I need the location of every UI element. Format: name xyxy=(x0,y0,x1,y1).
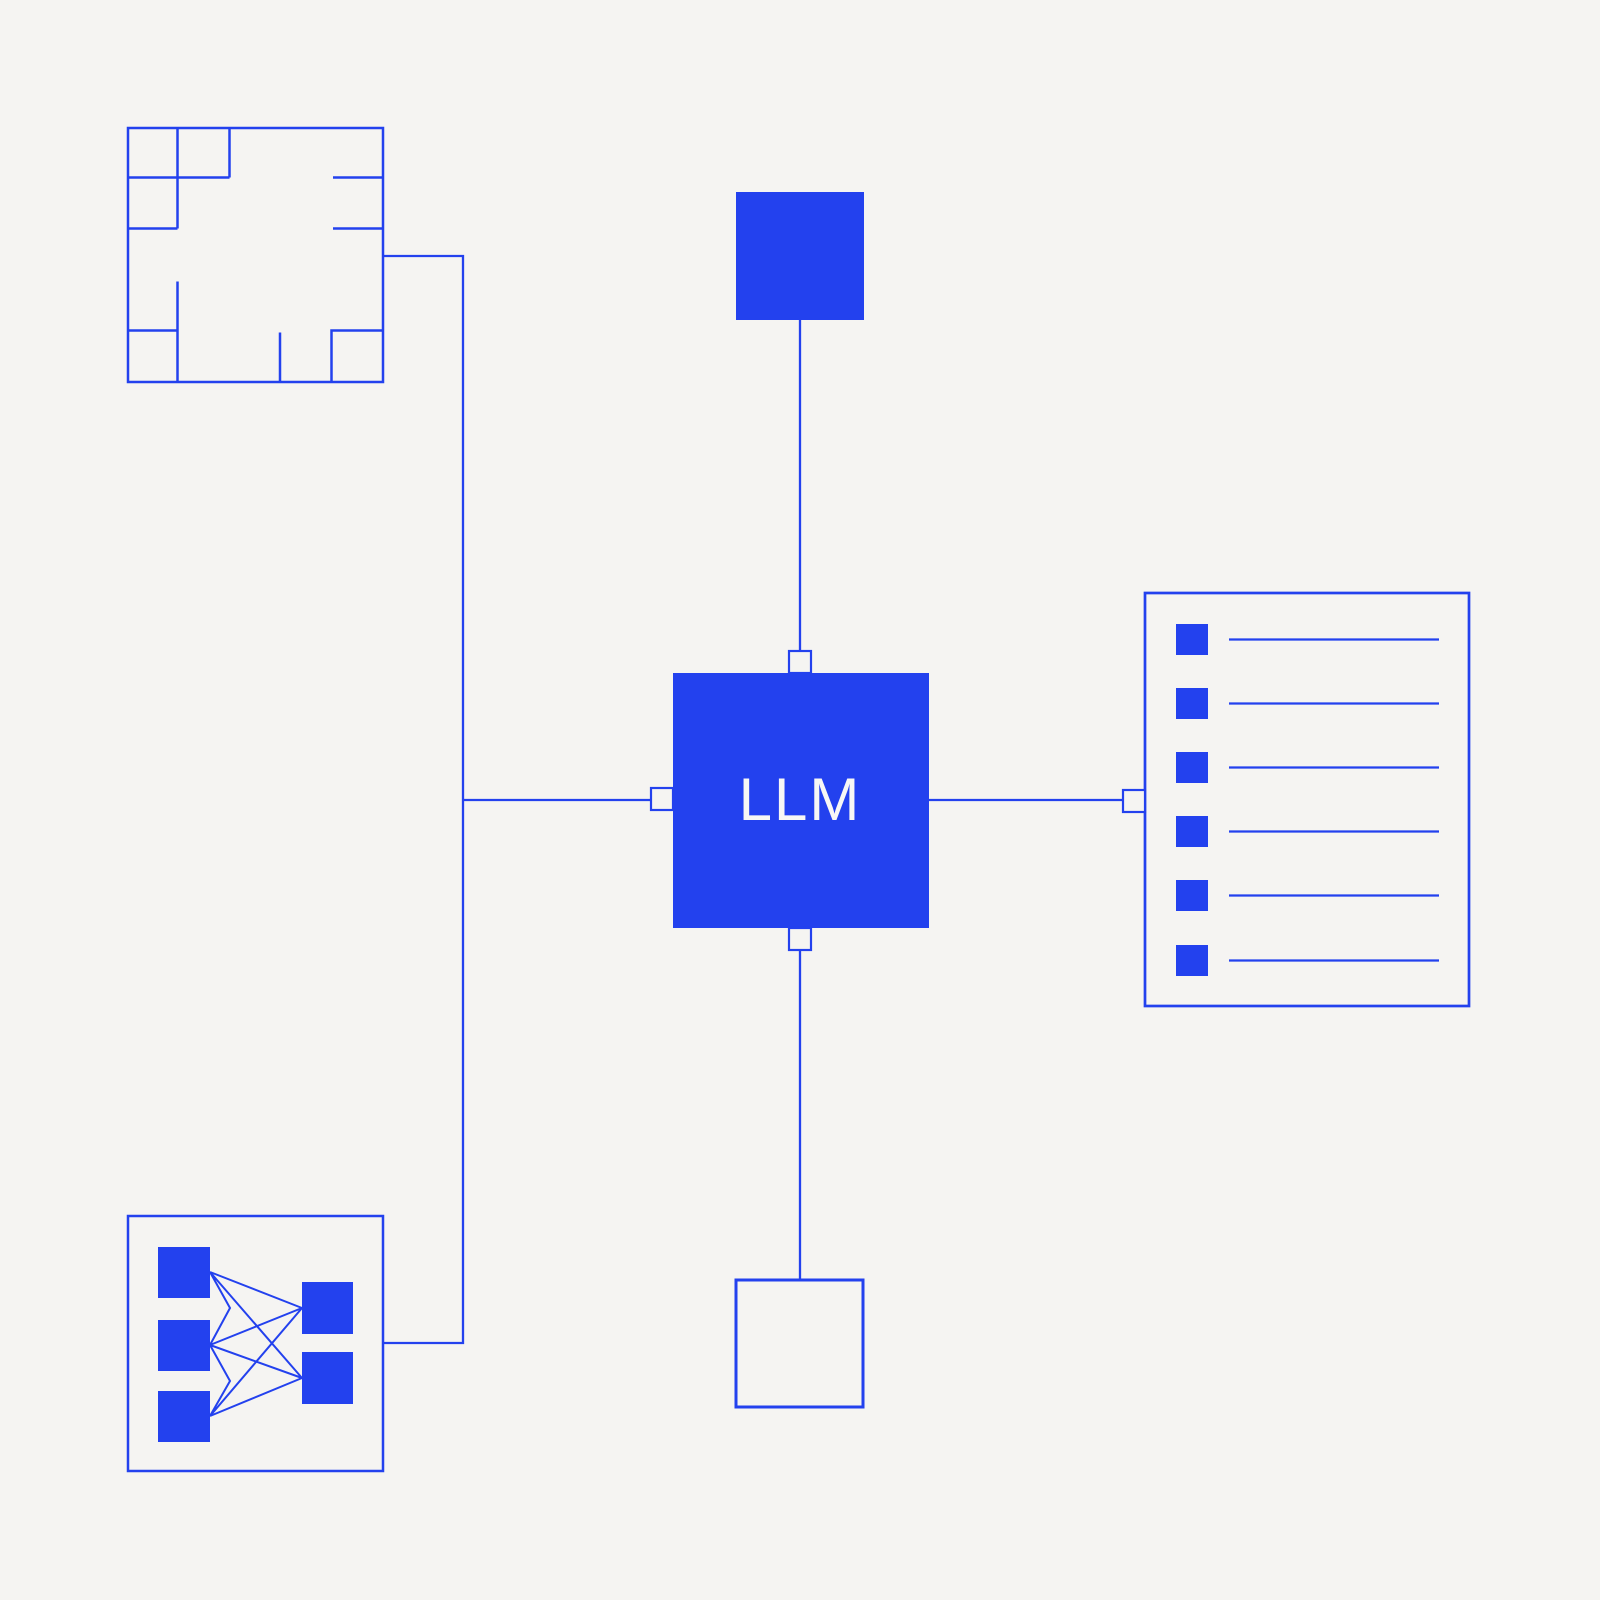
outline-square-icon xyxy=(734,1278,865,1409)
neural-right-node xyxy=(302,1282,353,1334)
checklist-panel xyxy=(1121,591,1471,1008)
llm-label: LLM xyxy=(739,766,862,833)
llm-left-port xyxy=(649,786,675,812)
checklist-items xyxy=(1176,624,1439,976)
checklist-item-bullet xyxy=(1176,816,1208,847)
connectors xyxy=(383,254,1123,1345)
neural-left-node xyxy=(158,1320,210,1371)
maze-inner-walls xyxy=(128,128,383,382)
checklist-item-bullet xyxy=(1176,752,1208,783)
maze-outline xyxy=(126,126,385,384)
checklist-item-bullet xyxy=(1176,880,1208,911)
checklist-port xyxy=(1121,788,1147,814)
maze-icon xyxy=(126,126,385,384)
neural-network-icon xyxy=(126,1214,385,1473)
neural-network-edges xyxy=(209,1271,303,1417)
neural-right-node xyxy=(302,1352,353,1404)
neural-left-node xyxy=(158,1247,210,1298)
solid-square-icon xyxy=(736,192,864,320)
llm-top-port xyxy=(787,649,813,675)
llm-node: LLM xyxy=(649,649,929,952)
connector-trunk-maze-to-neural xyxy=(383,254,465,1345)
checklist-item-bullet xyxy=(1176,624,1208,655)
neural-network-outline xyxy=(126,1214,385,1473)
checklist-item-bullet xyxy=(1176,688,1208,719)
neural-left-node xyxy=(158,1391,210,1442)
llm-bottom-port xyxy=(787,926,813,952)
llm-square xyxy=(673,673,929,928)
checklist-item-bullet xyxy=(1176,945,1208,976)
